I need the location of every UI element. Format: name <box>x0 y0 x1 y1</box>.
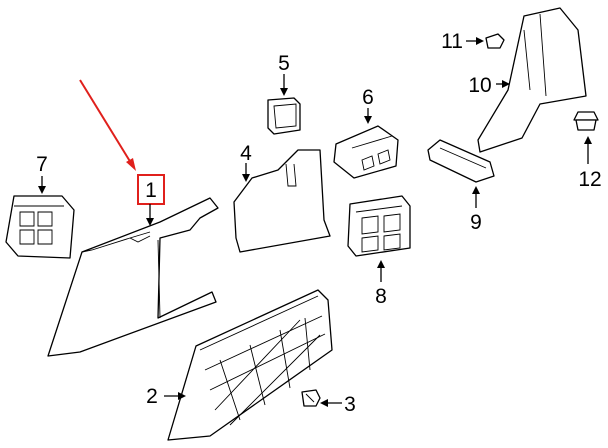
callout-12: 12 <box>578 168 601 191</box>
callout-8: 8 <box>375 285 387 308</box>
part-11-clip <box>485 33 505 49</box>
part-4-cover <box>233 149 331 253</box>
part-12-fastener <box>573 111 599 131</box>
part-3-clip <box>301 389 321 407</box>
part-6-switch-block <box>333 125 399 179</box>
part-7-switch-panel <box>5 195 75 259</box>
part-2-panel <box>167 289 333 441</box>
highlight-arrow <box>79 79 136 171</box>
leader-lines <box>38 37 592 407</box>
callout-2: 2 <box>146 385 158 408</box>
callout-10: 10 <box>468 74 491 97</box>
part-8-switch-module <box>347 195 411 257</box>
callout-11: 11 <box>441 30 463 53</box>
callout-7: 7 <box>36 153 48 176</box>
highlight-box <box>137 174 165 205</box>
callout-5: 5 <box>278 52 290 75</box>
callout-4: 4 <box>240 142 252 165</box>
callout-3: 3 <box>344 393 356 416</box>
part-9-bracket <box>427 139 495 183</box>
callout-1: 1 <box>145 179 157 202</box>
callout-6: 6 <box>362 86 374 109</box>
callout-9: 9 <box>470 211 482 234</box>
part-1-trim-panel <box>47 197 219 357</box>
part-5-switch <box>267 97 301 135</box>
part-10-pillar-trim <box>477 7 587 153</box>
